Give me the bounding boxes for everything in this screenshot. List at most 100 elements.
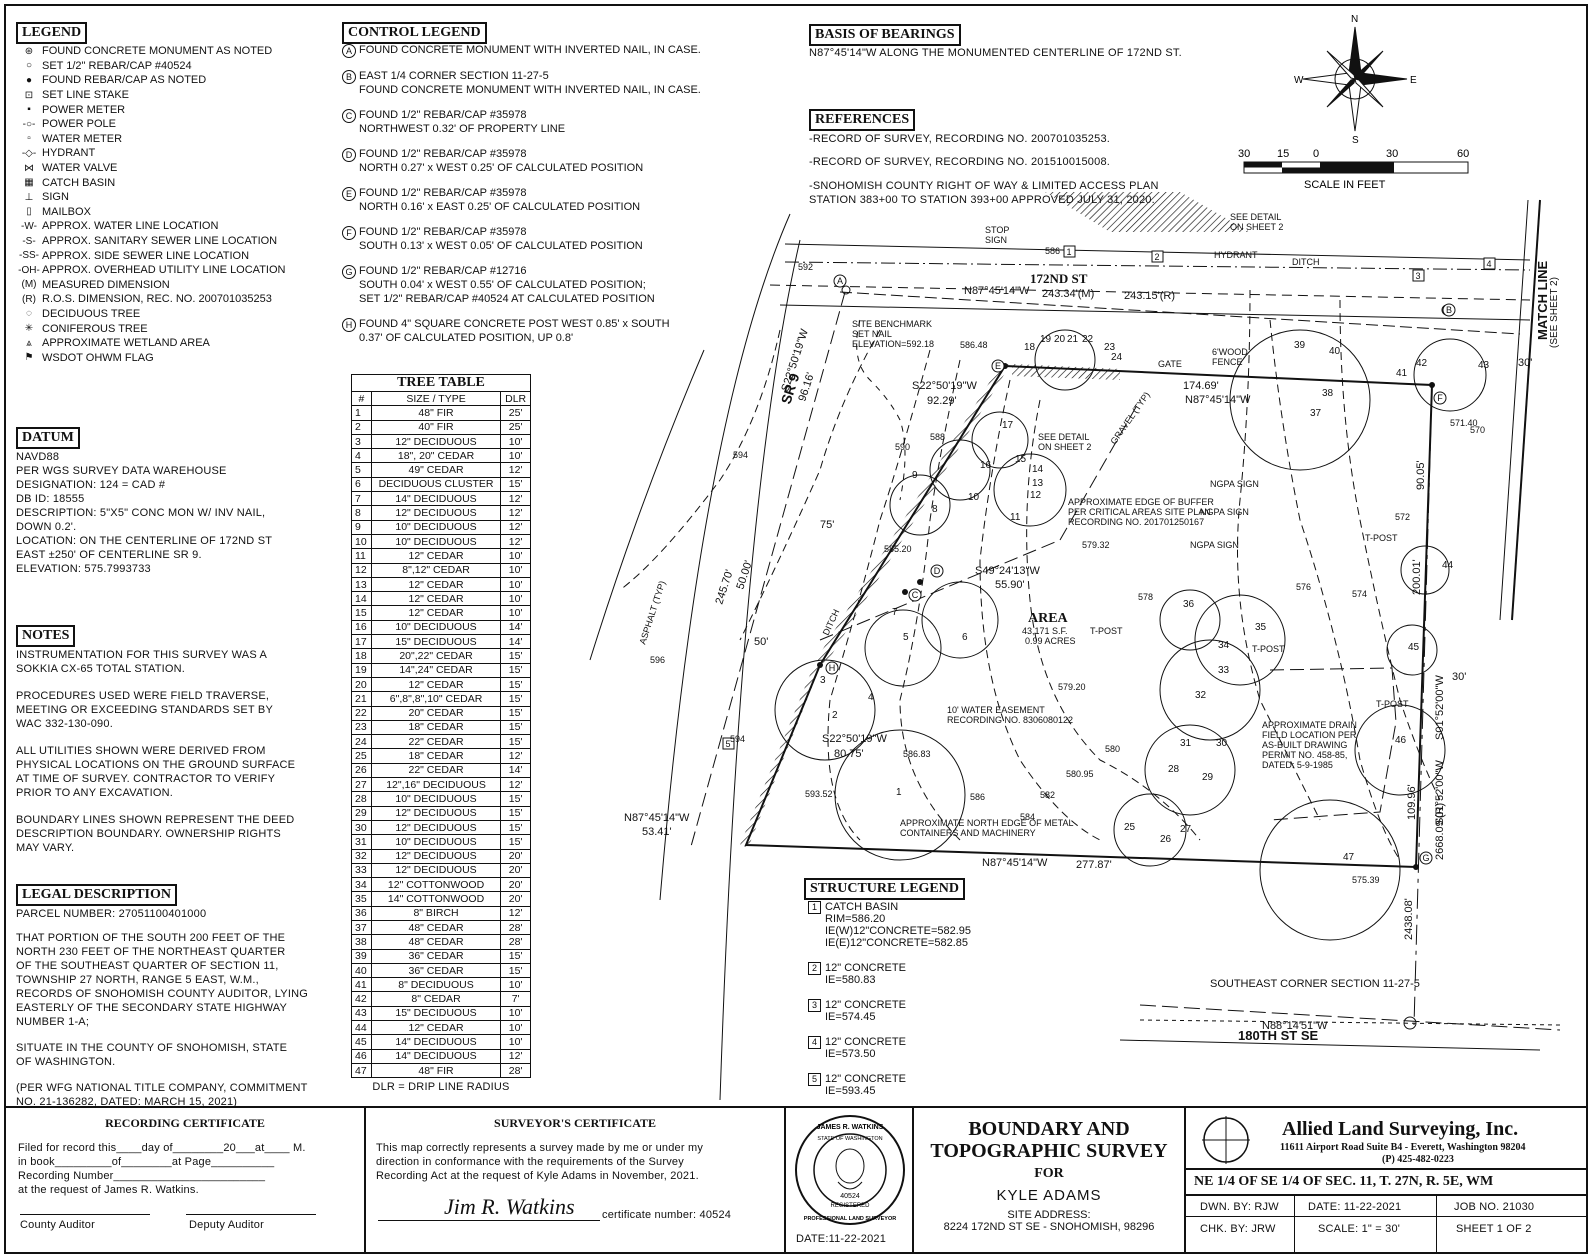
legend-symbol-icon: -SS-: [19, 250, 39, 262]
legend-item: ◌DECIDUOUS TREE: [16, 307, 285, 322]
tree-cell: 36: [351, 905, 372, 921]
note-paragraph: INSTRUMENTATION FOR THIS SURVEY WAS A SO…: [16, 649, 268, 675]
contour-582: 582: [1040, 790, 1055, 800]
legend-symbol-icon: ▫: [27, 133, 31, 145]
legend-label: CONIFEROUS TREE: [42, 322, 148, 335]
legend-label: HYDRANT: [42, 147, 96, 160]
legend-symbol-icon: ⋈: [24, 162, 34, 174]
legend-symbol-icon: ✳: [24, 323, 34, 335]
tree-cell: 48" CEDAR: [370, 934, 502, 950]
legend-item: ⊡SET LINE STAKE: [16, 88, 285, 103]
svg-text:E: E: [995, 361, 1001, 371]
legend-label: WSDOT OHWM FLAG: [42, 351, 154, 364]
control-legend-title: CONTROL LEGEND: [342, 22, 487, 44]
tree-number-label: 12: [1030, 490, 1042, 501]
tree-cell: 10': [500, 548, 531, 564]
tree-number-label: 30: [1216, 738, 1228, 749]
tree-cell: 15': [500, 691, 531, 707]
tree-number-label: 25: [1124, 822, 1136, 833]
tree-number-label: 20: [1054, 334, 1066, 345]
structure-text: 12" CONCRETE IE=593.45: [825, 1073, 906, 1097]
legend-item: (R)R.O.S. DIMENSION, REC. NO. 2007010352…: [16, 292, 285, 307]
tree-number-label: 44: [1442, 560, 1454, 571]
tree-cell: 48" FIR: [370, 1062, 502, 1079]
surveyor-certificate: SURVEYOR'S CERTIFICATE This map correctl…: [366, 1108, 786, 1254]
company-block: Allied Land Surveying, Inc. 11611 Airpor…: [1186, 1108, 1588, 1254]
surveyor-seal: JAMES R. WATKINS STATE OF WASHINGTON 405…: [786, 1108, 914, 1254]
elev-571: 571.40: [1450, 418, 1478, 428]
tree-number-label: 39: [1294, 340, 1306, 351]
elev-579: 579.32: [1082, 540, 1110, 550]
seal-registered: REGISTERED: [830, 1203, 870, 1209]
tree-cell: 47: [351, 1062, 372, 1079]
tree-cell: 12" CEDAR: [370, 605, 502, 621]
structure-id-icon: 4: [808, 1036, 821, 1049]
legend-item: -S-APPROX. SANITARY SEWER LINE LOCATION: [16, 234, 285, 249]
tree-cell: 45: [351, 1034, 372, 1050]
tree-cell: 15': [500, 719, 531, 736]
datum-line: DB ID: 18555: [16, 493, 85, 505]
tree-number-label: 15: [1015, 454, 1027, 465]
legend-label: POWER METER: [42, 103, 126, 116]
contour-570: 570: [1470, 425, 1485, 435]
control-id-icon: C: [342, 109, 356, 123]
surveyor-signature: Jim R. Watkins: [444, 1194, 575, 1219]
tree-cell: 20': [500, 862, 531, 879]
tree-number-label: 45: [1408, 642, 1420, 653]
tree-number-label: 41: [1396, 368, 1408, 379]
contour-596: 596: [650, 655, 665, 665]
job-number: JOB NO. 21030: [1454, 1201, 1535, 1213]
surveyor-cert-number: certificate number: 40524: [602, 1209, 732, 1221]
note-paragraph: BOUNDARY LINES SHOWN REPRESENT THE DEED …: [16, 814, 295, 854]
area-sf: 43,171 S.F.: [1022, 626, 1068, 636]
tree-number-label: 26: [1160, 834, 1172, 845]
d-bearing: S49°24'13"W: [975, 565, 1040, 577]
legend-label: MEASURED DIMENSION: [42, 278, 170, 291]
svg-text:3: 3: [1415, 271, 1420, 281]
tree-cell: 42: [351, 991, 372, 1007]
legend-label: SET LINE STAKE: [42, 89, 130, 102]
notes-text: INSTRUMENTATION FOR THIS SURVEY WAS A SO…: [16, 648, 295, 868]
tree-cell: 14" COTTONWOOD: [370, 891, 502, 907]
structure-id-icon: 5: [808, 1073, 821, 1086]
scale-tick: 30: [1386, 148, 1398, 160]
legend-label: APPROX. SIDE SEWER LINE LOCATION: [42, 249, 250, 262]
tree-cell: 12" CEDAR: [370, 591, 502, 607]
site-address-label: SITE ADDRESS:: [1007, 1209, 1091, 1221]
seal-state: STATE OF WASHINGTON: [817, 1136, 882, 1142]
legend-label: SIGN: [42, 191, 69, 204]
surveyor-title: SURVEYOR'S CERTIFICATE: [494, 1116, 656, 1130]
legend-symbol-icon: -S-: [22, 235, 36, 247]
tree-cell: 10': [500, 977, 531, 993]
tree-cell: 4: [351, 448, 372, 464]
tree-cell: 14" DECIDUOUS: [370, 1034, 502, 1050]
tree-cell: 48" CEDAR: [370, 919, 502, 936]
legend-item: ✳ CONIFEROUS TREE: [16, 321, 285, 336]
tree-cell: 39: [351, 948, 372, 964]
north-measured: 243.34'(M): [1042, 288, 1094, 300]
gravel-label: GRAVEL (TYP): [1108, 390, 1151, 446]
tree-cell: 10': [500, 576, 531, 593]
control-text: FOUND 4" SQUARE CONCRETE POST WEST 0.85'…: [359, 318, 670, 344]
tree-cell: 40" FIR: [370, 419, 502, 435]
legend-symbol-icon: -W-: [21, 220, 37, 232]
tree-cell: 12': [500, 1048, 531, 1064]
tree-number-label: 28: [1168, 764, 1180, 775]
legal-text: THAT PORTION OF THE SOUTH 200 FEET OF TH…: [16, 931, 308, 1121]
control-text: EAST 1/4 CORNER SECTION 11-27-5 FOUND CO…: [359, 70, 701, 96]
contour-586: 586: [970, 792, 985, 802]
tree-cell: 12" DECIDUOUS: [370, 433, 502, 450]
record-dist: 2668.09'(R): [1434, 803, 1446, 860]
legend-symbol-icon: -◇-: [21, 147, 37, 159]
